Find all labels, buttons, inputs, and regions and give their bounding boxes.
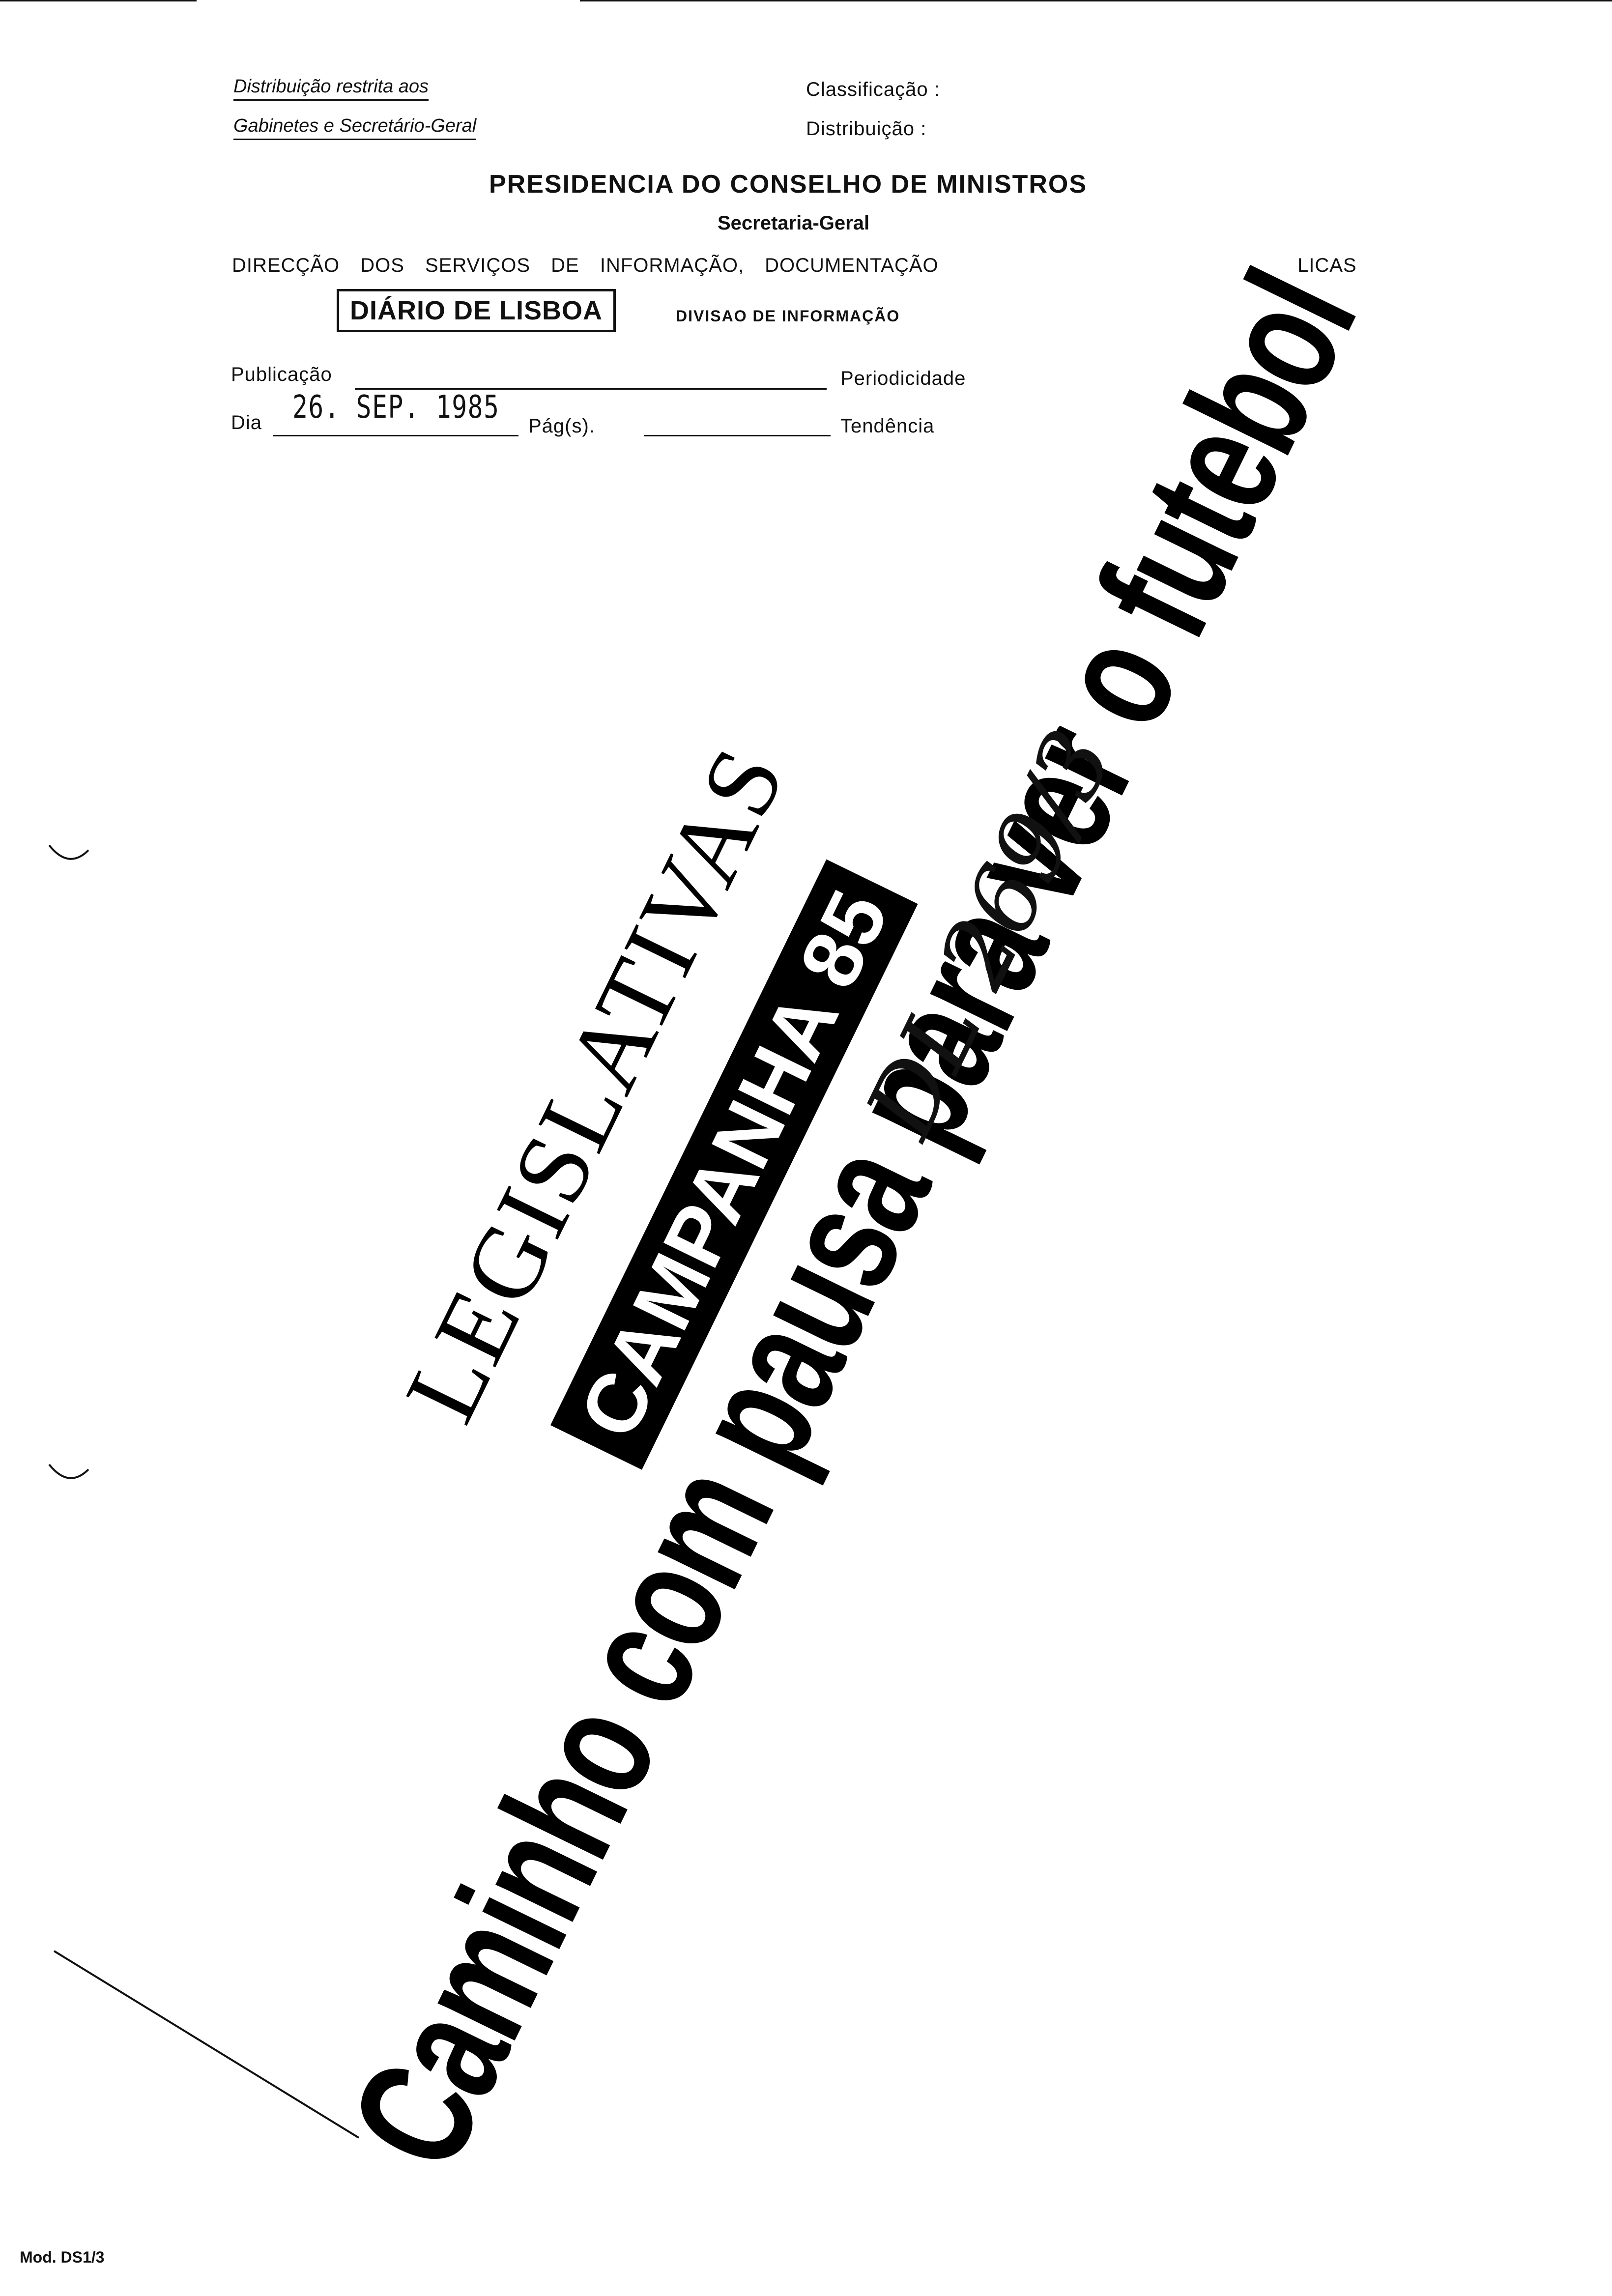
publication-stamp: DIÁRIO DE LISBOA <box>337 289 616 332</box>
form-code: Mod. DS1/3 <box>20 2248 105 2266</box>
scan-line-stroke <box>53 1950 360 2139</box>
classification-label: Classificação : <box>806 79 940 100</box>
distribution-label: Distribuição : <box>806 118 927 140</box>
presidency-title: PRESIDENCIA DO CONSELHO DE MINISTROS <box>489 170 1088 199</box>
directorate-line: DIRECÇÃO DOS SERVIÇOS DE INFORMAÇÃO, DOC… <box>232 255 939 276</box>
directorate-line-end: LICAS <box>1297 255 1357 276</box>
day-date-stamp: 26. SEP. 1985 <box>292 389 500 426</box>
periodicity-label: Periodicidade <box>840 368 966 389</box>
publication-label: Publicação <box>231 364 332 385</box>
restricted-distribution-line1: Distribuição restrita aos <box>233 76 429 101</box>
secretariat-title: Secretaria-Geral <box>718 212 870 234</box>
pages-field-line <box>644 435 831 436</box>
margin-hole-mark-bottom <box>48 1464 89 1479</box>
tendency-label: Tendência <box>840 415 935 437</box>
top-border-line-right <box>580 0 1612 1</box>
division-label: DIVISAO DE INFORMAÇÃO <box>676 307 900 325</box>
publication-field-line <box>355 388 827 390</box>
restricted-distribution-line2: Gabinetes e Secretário-Geral <box>233 115 477 140</box>
day-field-line <box>273 435 518 436</box>
margin-hole-mark-top <box>48 844 89 860</box>
pages-label: Pág(s). <box>528 415 595 437</box>
day-label: Dia <box>231 412 262 433</box>
top-border-line <box>0 0 197 1</box>
